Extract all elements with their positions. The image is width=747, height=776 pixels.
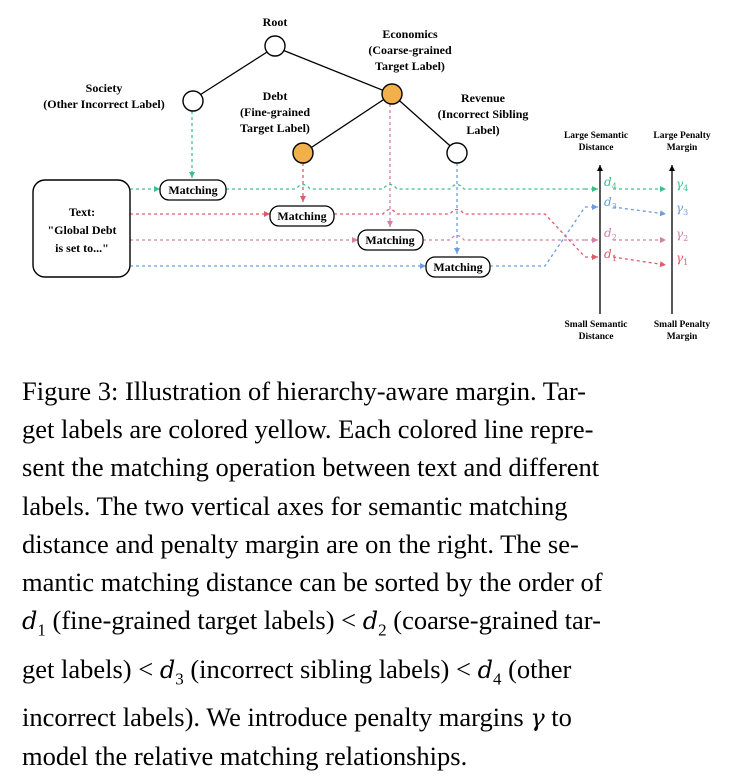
svg-text:Target Label): Target Label) <box>375 59 445 73</box>
figure-canvas: Root Economics (Coarse-grained Target La… <box>32 15 711 342</box>
margin-label-g4: γ4 <box>676 177 688 193</box>
caption-line: Figure 3: Illustration of hierarchy-awar… <box>22 376 586 406</box>
hierarchy-margin-figure: Root Economics (Coarse-grained Target La… <box>0 0 747 350</box>
caption-line: sent the matching operation between text… <box>22 452 600 483</box>
svg-text:(Other Incorrect Label): (Other Incorrect Label) <box>43 97 165 111</box>
matching-box-1: Matching <box>159 179 227 201</box>
node-root <box>264 35 286 57</box>
margin-label-g3: γ3 <box>676 201 688 217</box>
node-revenue <box>446 142 468 164</box>
svg-text:Matching: Matching <box>277 209 326 223</box>
svg-text:Margin: Margin <box>667 332 698 342</box>
svg-text:Matching: Matching <box>365 233 414 247</box>
caption-line: incorrect labels). We introduce penalty … <box>22 702 572 733</box>
node-society <box>182 90 204 112</box>
caption-line: get labels are colored yellow. Each colo… <box>22 414 594 445</box>
node-debt <box>292 142 314 164</box>
distance-axis-top-label: Large Semantic Distance <box>564 131 628 153</box>
distance-axis-bottom-label: Small Semantic Distance <box>564 320 627 342</box>
svg-text:Large Semantic: Large Semantic <box>564 131 628 141</box>
label-root: Root <box>263 15 288 29</box>
caption-line: mantic matching distance can be sorted b… <box>22 567 603 598</box>
svg-text:is set to...": is set to..." <box>55 241 109 255</box>
label-revenue: Revenue (Incorrect Sibling Label) <box>438 91 529 137</box>
margin-axis-bottom-label: Small Penalty Margin <box>654 320 710 342</box>
margin-axis-top-label: Large Penalty Margin <box>653 131 711 153</box>
distance-label-d1: d1 <box>604 247 617 263</box>
node-economics <box>381 83 403 105</box>
svg-text:Society: Society <box>86 81 123 95</box>
svg-text:Margin: Margin <box>667 143 698 153</box>
svg-text:(Fine-grained: (Fine-grained <box>240 105 310 119</box>
distance-label-d4: d4 <box>604 175 617 191</box>
caption-line: distance and penalty margin are on the r… <box>22 528 579 559</box>
distance-label-d3: d3 <box>604 195 617 211</box>
edge-root-society <box>191 46 276 101</box>
svg-text:Distance: Distance <box>579 332 614 342</box>
svg-text:Revenue: Revenue <box>461 91 506 105</box>
svg-text:Distance: Distance <box>579 143 614 153</box>
node-drop-lines <box>189 104 460 254</box>
svg-text:"Global Debt: "Global Debt <box>48 223 117 237</box>
matching-box-2: Matching <box>269 205 335 227</box>
svg-text:Target Label): Target Label) <box>240 121 310 135</box>
svg-text:Small Penalty: Small Penalty <box>654 320 710 330</box>
distance-label-d2: d2 <box>604 226 617 242</box>
label-economics: Economics (Coarse-grained Target Label) <box>368 27 452 73</box>
caption-line: get labels) < d3 (incorrect sibling labe… <box>22 653 572 689</box>
edge-root-economics <box>274 46 393 95</box>
matching-box-4: Matching <box>425 256 491 278</box>
svg-text:Debt: Debt <box>263 89 288 103</box>
svg-text:Economics: Economics <box>382 27 438 41</box>
svg-text:Large Penalty: Large Penalty <box>653 131 711 141</box>
label-society: Society (Other Incorrect Label) <box>43 81 165 111</box>
text-input-box <box>32 179 131 278</box>
svg-text:Small Semantic: Small Semantic <box>564 320 627 330</box>
svg-text:Matching: Matching <box>433 260 482 274</box>
edge-economics-revenue <box>391 93 458 153</box>
svg-text:(Incorrect Sibling: (Incorrect Sibling <box>438 107 529 121</box>
svg-text:Label): Label) <box>466 123 499 137</box>
label-debt: Debt (Fine-grained Target Label) <box>240 89 310 135</box>
caption-line: d1 (fine-grained target labels) < d2 (co… <box>22 605 601 640</box>
matching-box-3: Matching <box>357 229 424 251</box>
margin-label-g2: γ2 <box>676 227 688 243</box>
text-input-label: Text: "Global Debt is set to..." <box>48 205 117 255</box>
svg-text:Text:: Text: <box>69 205 95 219</box>
margin-label-g1: γ1 <box>676 251 688 267</box>
caption-line: labels. The two vertical axes for semant… <box>22 490 568 521</box>
svg-text:Matching: Matching <box>168 183 217 197</box>
matching-lines <box>130 183 667 269</box>
tree-edges <box>191 46 458 154</box>
figure-caption: Figure 3: Illustration of hierarchy-awar… <box>22 372 722 776</box>
svg-text:(Coarse-grained: (Coarse-grained <box>368 43 452 57</box>
edge-economics-debt <box>302 93 393 154</box>
